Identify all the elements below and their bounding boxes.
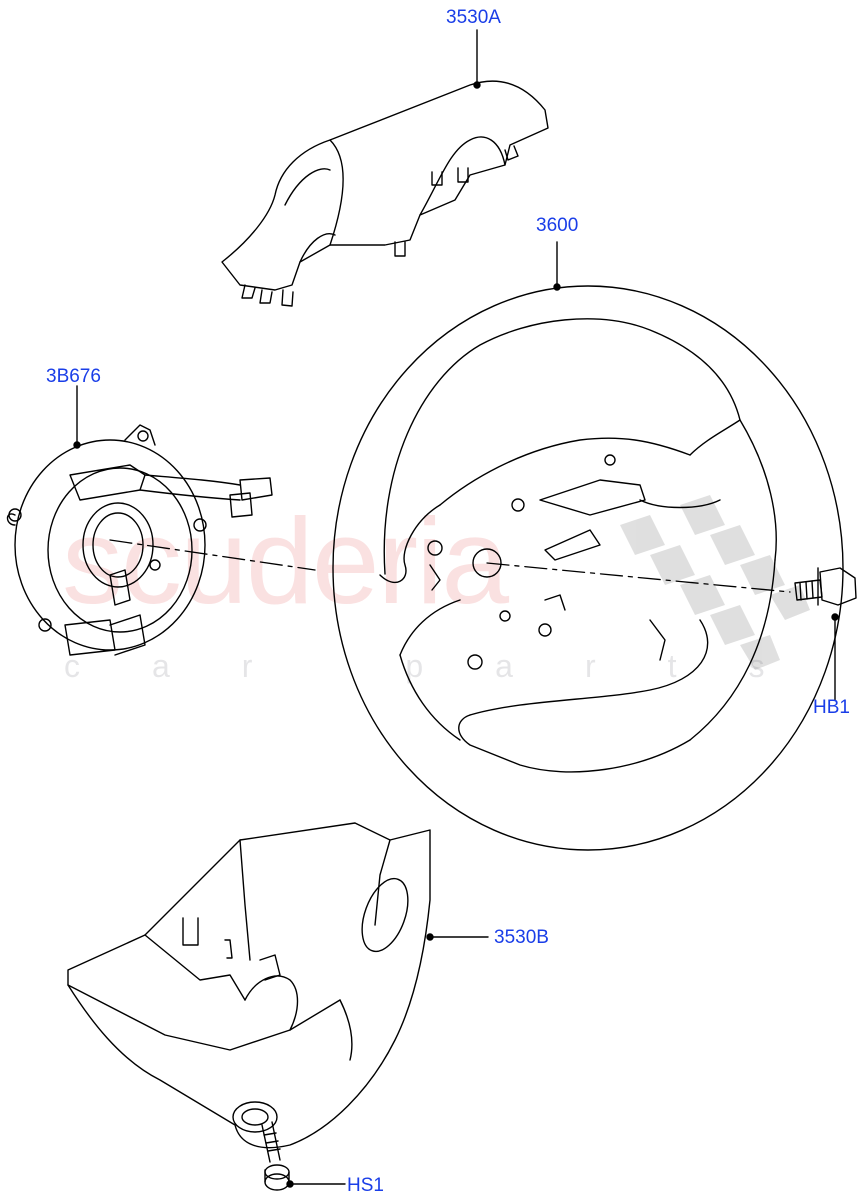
callout-3600[interactable]: 3600 bbox=[536, 215, 579, 236]
callout-HS1[interactable]: HS1 bbox=[347, 1175, 384, 1196]
screw-HS1 bbox=[261, 1121, 290, 1191]
assembly-axis-lines bbox=[109, 539, 791, 593]
callout-HB1[interactable]: HB1 bbox=[813, 697, 850, 718]
callout-3530B[interactable]: 3530B bbox=[494, 927, 549, 948]
callout-3530A[interactable]: 3530A bbox=[446, 7, 501, 28]
clock-spring-3B676 bbox=[6, 424, 273, 656]
upper-shroud-3530A bbox=[221, 80, 549, 307]
steering-wheel-3600 bbox=[332, 285, 844, 851]
hex-bolt-HB1 bbox=[794, 567, 857, 606]
lower-shroud-3530B bbox=[67, 822, 431, 1149]
checkered-flag-watermark bbox=[620, 495, 810, 670]
callout-3B676[interactable]: 3B676 bbox=[46, 366, 101, 387]
